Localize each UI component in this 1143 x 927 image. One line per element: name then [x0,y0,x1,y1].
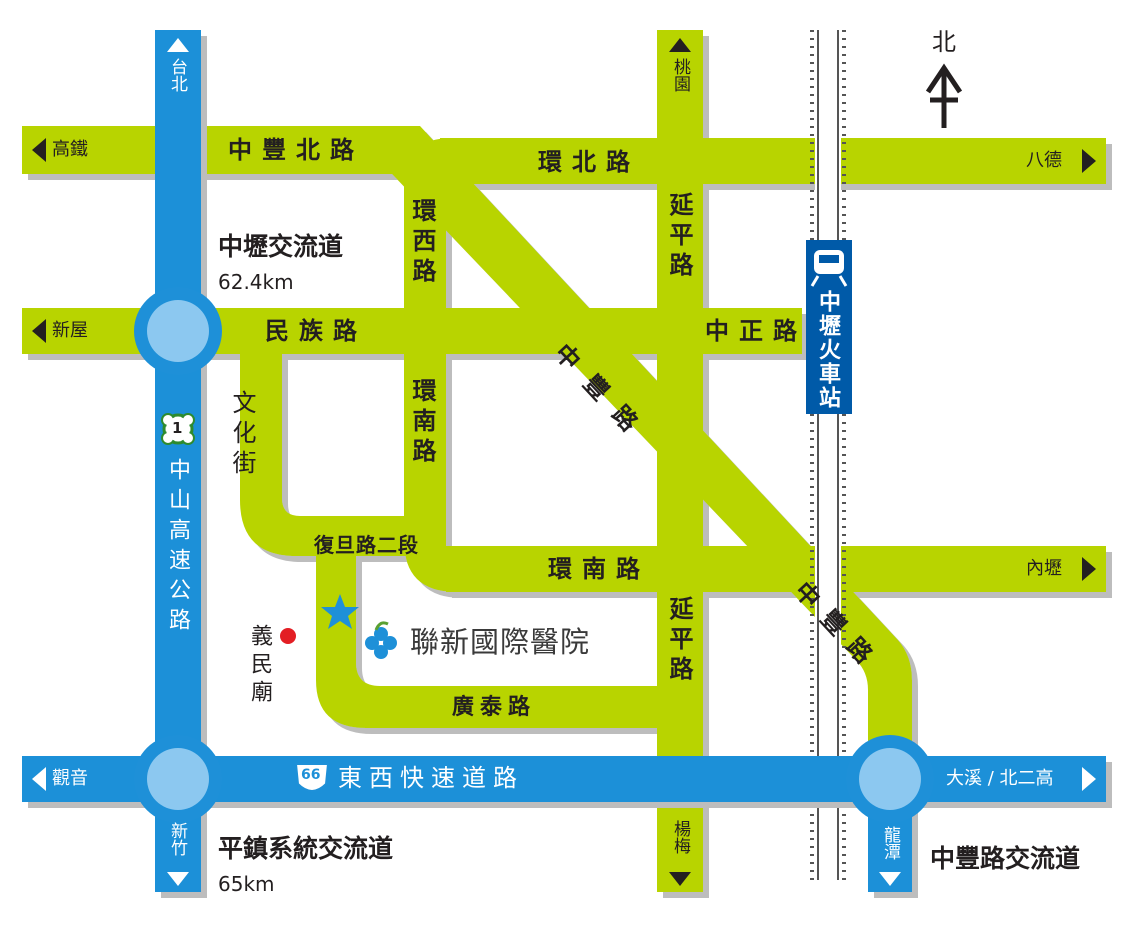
arrow-left-icon [32,767,46,791]
label-zhong-zheng: 中正路 [705,317,807,345]
road-zhongfeng-north[interactable] [22,126,400,174]
label-east-west: 東西快速道路 [338,764,524,792]
star-icon [321,594,359,629]
label-yan-ping-lower: 延平路 [665,596,693,686]
dir-high-speed-rail: 高鐵 [52,139,88,160]
highway-66-shield-icon [294,763,330,792]
train-icon [810,250,848,287]
hospital-marker [321,594,397,659]
dir-xinwu: 新屋 [52,320,88,341]
label-zhongli-km: 62.4km [218,270,294,294]
label-station: 中壢火車站 [815,290,840,410]
label-pingzhen-km: 65km [218,872,275,896]
compass-label: 北 [932,28,956,56]
road-huan-bei[interactable] [440,138,1106,184]
direction-arrows [32,38,1096,886]
arrow-down-icon [167,872,189,886]
label-national-1: 中山高速公路 [165,458,190,638]
label-hospital[interactable]: 聯新國際醫院 [410,625,591,659]
road-zhong-feng[interactable] [360,126,912,770]
dir-bade: 八德 [1026,150,1062,171]
arrow-down-icon [669,872,691,886]
direction-arrows-white [32,38,1096,886]
dir-taipei: 台北 [167,58,187,92]
arrow-left-icon [32,138,46,162]
arrow-left-icon [32,319,46,343]
label-min-zu: 民族路 [265,317,367,345]
clover-logo-icon [365,621,397,659]
label-guang-tai: 廣泰路 [452,695,537,720]
label-huan-bei: 環北路 [538,148,640,176]
label-zhongli-interchange: 中壢交流道 [218,232,344,261]
interchanges [134,287,934,823]
dir-hsinchu: 新竹 [167,822,187,856]
national-1-shield-icon [161,413,195,445]
label-yan-ping-upper: 延平路 [665,192,693,282]
temple-marker-icon [280,628,296,644]
label-wen-hua: 文化街 [228,390,256,480]
label-huan-nan-v: 環南路 [408,378,436,468]
arrow-right-icon [1082,149,1096,173]
arrow-right-icon [1082,557,1096,581]
arrow-right-icon [1082,767,1096,791]
dir-longtan: 龍潭 [880,826,900,860]
label-pingzhen-interchange: 平鎮系統交流道 [218,834,394,863]
label-huan-nan-h: 環南路 [548,555,650,583]
highway-66-shield-number: 66 [301,767,321,783]
arrow-up-icon [167,38,189,52]
dir-guanyin: 觀音 [52,768,88,789]
green-roads [22,30,1106,892]
national-1-shield-number: 1 [172,419,183,437]
label-temple: 義民廟 [247,624,272,708]
road-huan-xi[interactable] [404,170,446,550]
label-huan-xi: 環西路 [408,198,436,288]
dir-neili: 內壢 [1026,558,1062,579]
label-zhongfeng-north: 中豐北路 [228,136,364,164]
railway [810,30,846,880]
road-wen-hua[interactable] [240,340,420,556]
arrow-down-icon [879,872,901,886]
dir-daxi: 大溪 / 北二高 [946,768,1054,789]
road-fu-dan[interactable] [316,556,657,728]
north-arrow-icon [925,63,963,128]
arrow-up-icon [669,38,691,52]
dir-yangmei: 楊梅 [670,820,690,854]
label-fu-dan: 復旦路二段 [314,533,419,557]
label-zhongfeng-interchange: 中豐路交流道 [930,844,1081,873]
dir-taoyuan: 桃園 [670,58,690,92]
station-sign [806,240,852,414]
